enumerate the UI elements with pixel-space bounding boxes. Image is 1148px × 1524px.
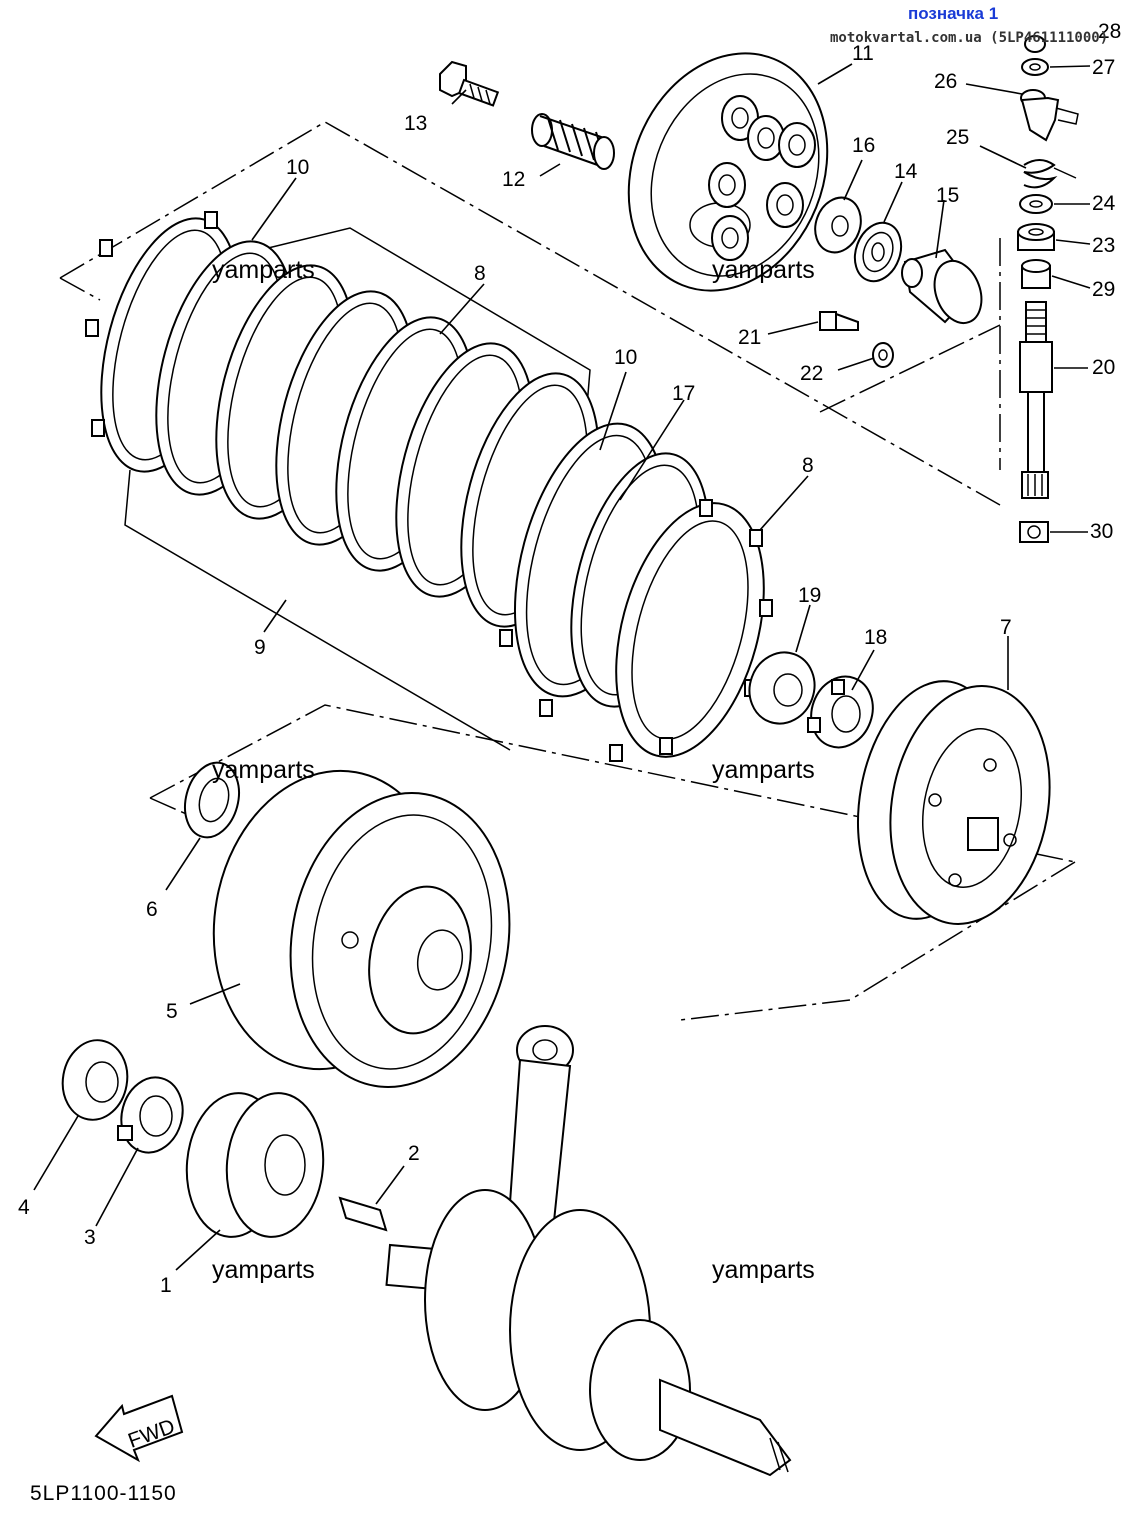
lock-washer-18 — [807, 675, 874, 749]
callout-24: 24 — [1092, 192, 1116, 215]
callout-1: 1 — [160, 1274, 172, 1297]
screw-21 — [819, 311, 859, 331]
callout-8b: 8 — [802, 454, 814, 477]
callout-12: 12 — [502, 168, 525, 191]
callout-9: 9 — [254, 636, 266, 659]
nut-19 — [748, 651, 816, 725]
watermark-5: yamparts — [212, 1256, 315, 1284]
watermark-4: yamparts — [712, 756, 815, 784]
bolt-13 — [439, 60, 500, 107]
callout-16: 16 — [852, 134, 875, 157]
callout-27: 27 — [1092, 56, 1115, 79]
callout-26: 26 — [934, 70, 957, 93]
washer-27 — [1021, 58, 1049, 76]
callout-7: 7 — [1000, 616, 1012, 639]
callout-6: 6 — [146, 898, 158, 921]
callout-numbers: 1 2 3 4 5 6 7 8 8 9 10 10 11 12 13 14 15… — [18, 20, 1121, 1297]
washer-22 — [872, 342, 894, 368]
watermark-1: yamparts — [212, 256, 315, 284]
primary-drive-gear-1 — [185, 1092, 325, 1238]
callout-3: 3 — [84, 1226, 96, 1249]
clutch-plate-stack — [85, 211, 773, 762]
crankshaft — [385, 1025, 792, 1477]
assembly-outline-upper — [59, 121, 1001, 506]
nut-4 — [61, 1039, 129, 1121]
bushing-29 — [1021, 259, 1051, 289]
callout-29: 29 — [1092, 278, 1115, 301]
callout-4: 4 — [18, 1196, 30, 1219]
bearing-14 — [853, 221, 903, 283]
callout-28: 28 — [1098, 20, 1121, 43]
shaft-20 — [1019, 301, 1053, 499]
callout-5: 5 — [166, 1000, 178, 1023]
callout-11: 11 — [852, 42, 874, 65]
watermarks: yamparts yamparts yamparts yamparts yamp… — [212, 256, 815, 1284]
callout-19: 19 — [798, 584, 821, 607]
key-2 — [338, 1196, 388, 1232]
diagram-code: 5LP1100-1150 — [30, 1482, 177, 1505]
clutch-boss-7 — [856, 680, 1051, 925]
spring-25 — [1023, 159, 1077, 189]
callout-14: 14 — [894, 160, 918, 183]
callout-25: 25 — [946, 126, 969, 149]
clutch-housing-5 — [212, 769, 511, 1088]
fwd-arrow-icon: FWD — [94, 1394, 184, 1463]
callout-17: 17 — [672, 382, 695, 405]
nut-28 — [1024, 35, 1046, 53]
watermark-2: yamparts — [712, 256, 815, 284]
washer-24 — [1019, 194, 1053, 214]
seal-23 — [1017, 223, 1055, 251]
spring-12 — [531, 113, 615, 170]
leader-lines — [33, 63, 1091, 1271]
callout-23: 23 — [1092, 234, 1115, 257]
watermark-3: yamparts — [212, 756, 315, 784]
callout-10b: 10 — [614, 346, 637, 369]
lever-26 — [1020, 89, 1079, 142]
washer-16 — [814, 196, 862, 254]
callout-8a: 8 — [474, 262, 486, 285]
push-plate-15 — [901, 248, 983, 324]
callout-13: 13 — [404, 112, 427, 135]
watermark-6: yamparts — [712, 1256, 815, 1284]
callout-15: 15 — [936, 184, 959, 207]
lock-washer-3 — [117, 1076, 184, 1154]
callout-20: 20 — [1092, 356, 1115, 379]
marker-link[interactable]: позначка 1 — [908, 4, 999, 23]
thrust-washer-6 — [184, 761, 240, 839]
callout-2: 2 — [408, 1142, 420, 1165]
callout-22: 22 — [800, 362, 823, 385]
callout-10a: 10 — [286, 156, 309, 179]
pressure-plate-11 — [627, 52, 829, 292]
site-caption: motokvartal.com.ua (5LP461111000) — [830, 30, 1109, 46]
callout-30: 30 — [1090, 520, 1113, 543]
callout-21: 21 — [738, 326, 761, 349]
bearing-30 — [1019, 521, 1049, 543]
callout-18: 18 — [864, 626, 887, 649]
